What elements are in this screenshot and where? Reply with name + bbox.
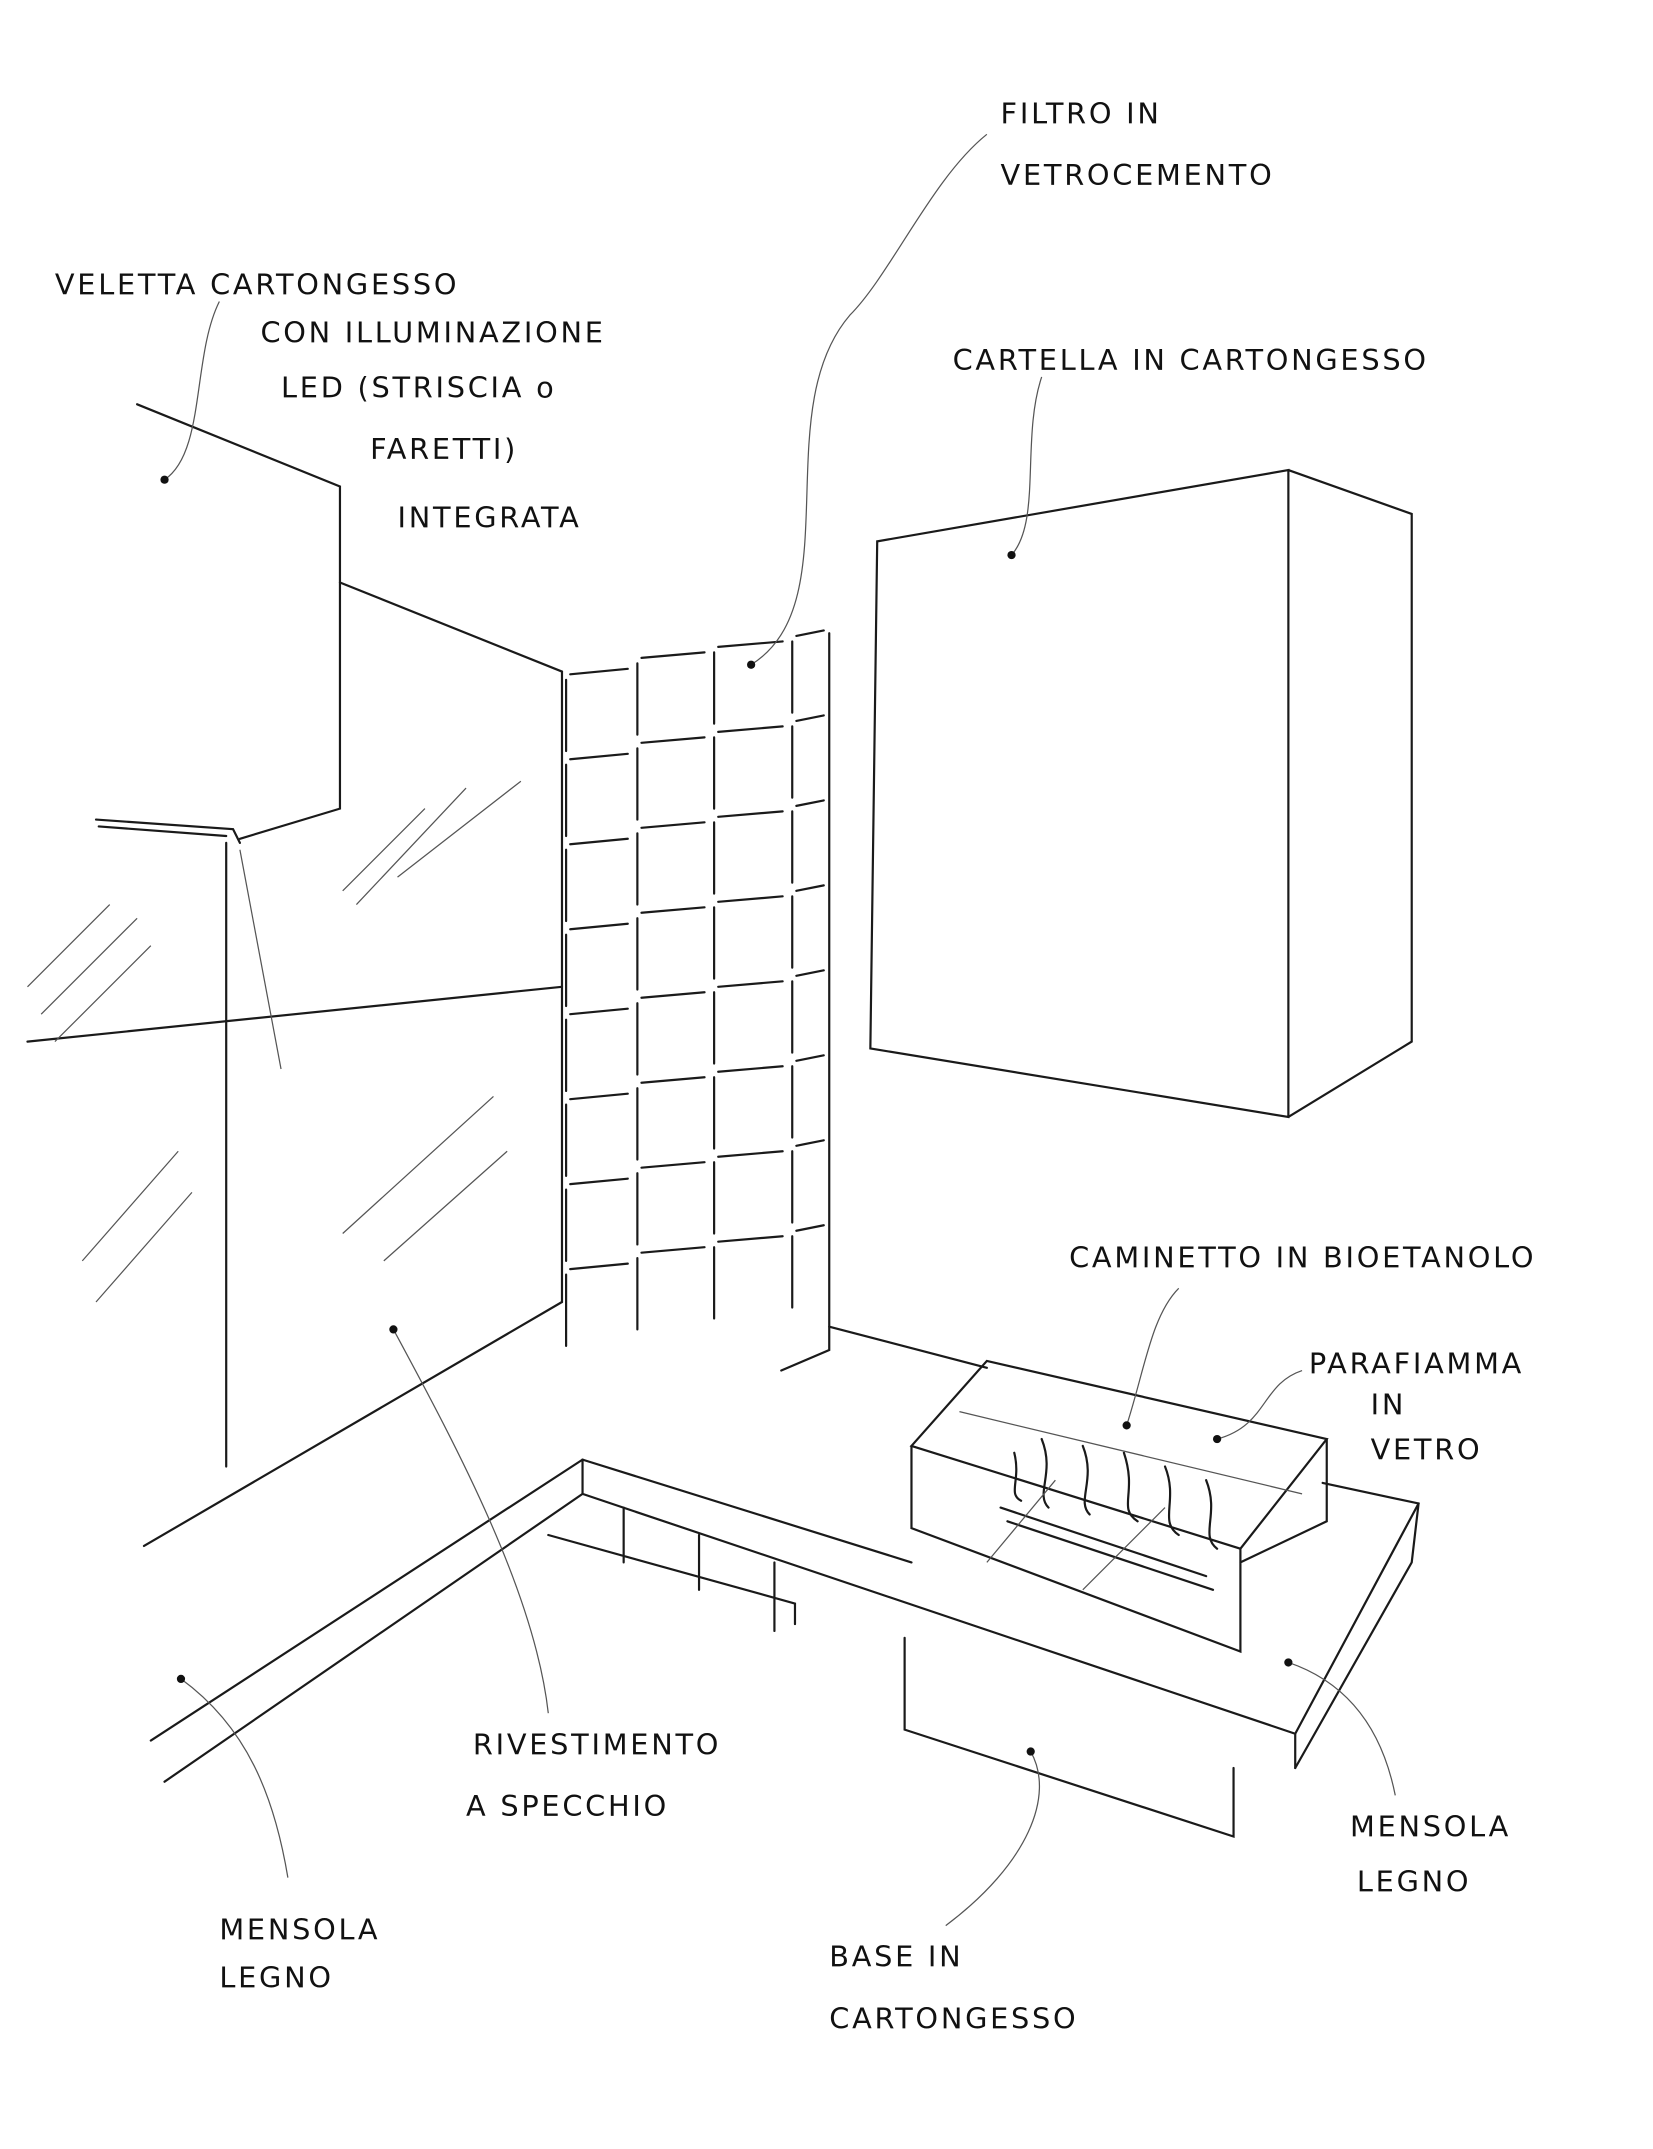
label-line: MENSOLA (219, 1912, 380, 1946)
label-filtro: FILTRO IN VETROCEMENTO (1001, 96, 1275, 192)
glass-block (791, 714, 825, 799)
glass-block (565, 1092, 629, 1178)
glass-block (636, 821, 706, 906)
label-line: MENSOLA (1350, 1810, 1511, 1844)
label-line: CARTONGESSO (829, 2001, 1078, 2035)
label-line: VETROCEMENTO (1001, 158, 1275, 192)
label-line: FARETTI) (370, 432, 518, 466)
glass-block (636, 906, 706, 991)
glass-block (565, 1007, 629, 1093)
glass-block (713, 640, 784, 725)
label-mensola-left: MENSOLA LEGNO (219, 1912, 380, 1994)
label-parafiamma: PARAFIAMMA IN VETRO (1309, 1346, 1524, 1467)
fireplace-drawing (909, 1359, 1329, 1654)
label-line: RIVESTIMENTO (473, 1727, 721, 1761)
label-mensola-right: MENSOLA LEGNO (1350, 1810, 1511, 1899)
glass-block (713, 980, 784, 1065)
label-line: INTEGRATA (398, 501, 582, 535)
mirror-hatching (27, 780, 522, 1303)
floor-lines (142, 1300, 988, 1548)
leader-lines (160, 133, 1396, 1927)
veletta-drawing (26, 403, 564, 1468)
label-line: PARAFIAMMA (1309, 1346, 1524, 1380)
glass-block (636, 736, 706, 821)
glass-block (791, 884, 825, 969)
label-line: LEGNO (219, 1960, 333, 1994)
label-line: LEGNO (1357, 1864, 1471, 1898)
glass-block (791, 1139, 825, 1224)
label-line: FILTRO IN (1001, 96, 1162, 130)
glass-block (636, 1076, 706, 1161)
glass-block (713, 1150, 784, 1235)
label-caminetto: CAMINETTO IN BIOETANOLO (1069, 1241, 1536, 1275)
label-veletta: VELETTA CARTONGESSO CON ILLUMINAZIONE LE… (55, 268, 605, 535)
glass-block (713, 1235, 784, 1320)
label-line: LED (STRISCIA o (281, 370, 556, 404)
glass-block (636, 991, 706, 1076)
glass-block (791, 799, 825, 884)
glass-block (565, 752, 629, 838)
glass-block (713, 1065, 784, 1150)
glass-block (565, 922, 629, 1008)
glass-block (565, 1177, 629, 1262)
glass-block (636, 1161, 706, 1246)
cartella-box (869, 468, 1413, 1119)
label-line: CON ILLUMINAZIONE (260, 316, 605, 350)
glass-block (713, 725, 784, 810)
glass-block (565, 667, 629, 753)
label-line: A SPECCHIO (466, 1789, 669, 1823)
label-line: VETRO (1371, 1433, 1483, 1467)
glass-block (791, 1054, 825, 1139)
label-line: IN (1371, 1387, 1406, 1421)
label-base: BASE IN CARTONGESSO (829, 1940, 1078, 2036)
glass-block (791, 629, 825, 714)
label-line: VELETTA CARTONGESSO (55, 268, 459, 302)
glass-block (791, 1224, 825, 1309)
glass-block (713, 810, 784, 895)
glass-block (636, 651, 706, 736)
glass-block (791, 969, 825, 1054)
glass-block-column (560, 629, 831, 1372)
glass-block (636, 1246, 706, 1331)
glass-column-edge (560, 632, 831, 1372)
glass-block (565, 1262, 629, 1347)
label-rivestimento: RIVESTIMENTO A SPECCHIO (466, 1727, 721, 1823)
label-line: BASE IN (829, 1940, 963, 1974)
base-box (903, 1636, 1235, 1839)
glass-block (565, 837, 629, 923)
label-cartella: CARTELLA IN CARTONGESSO (953, 343, 1429, 377)
shelf-drawing (149, 1458, 1420, 1783)
glass-block (713, 895, 784, 980)
